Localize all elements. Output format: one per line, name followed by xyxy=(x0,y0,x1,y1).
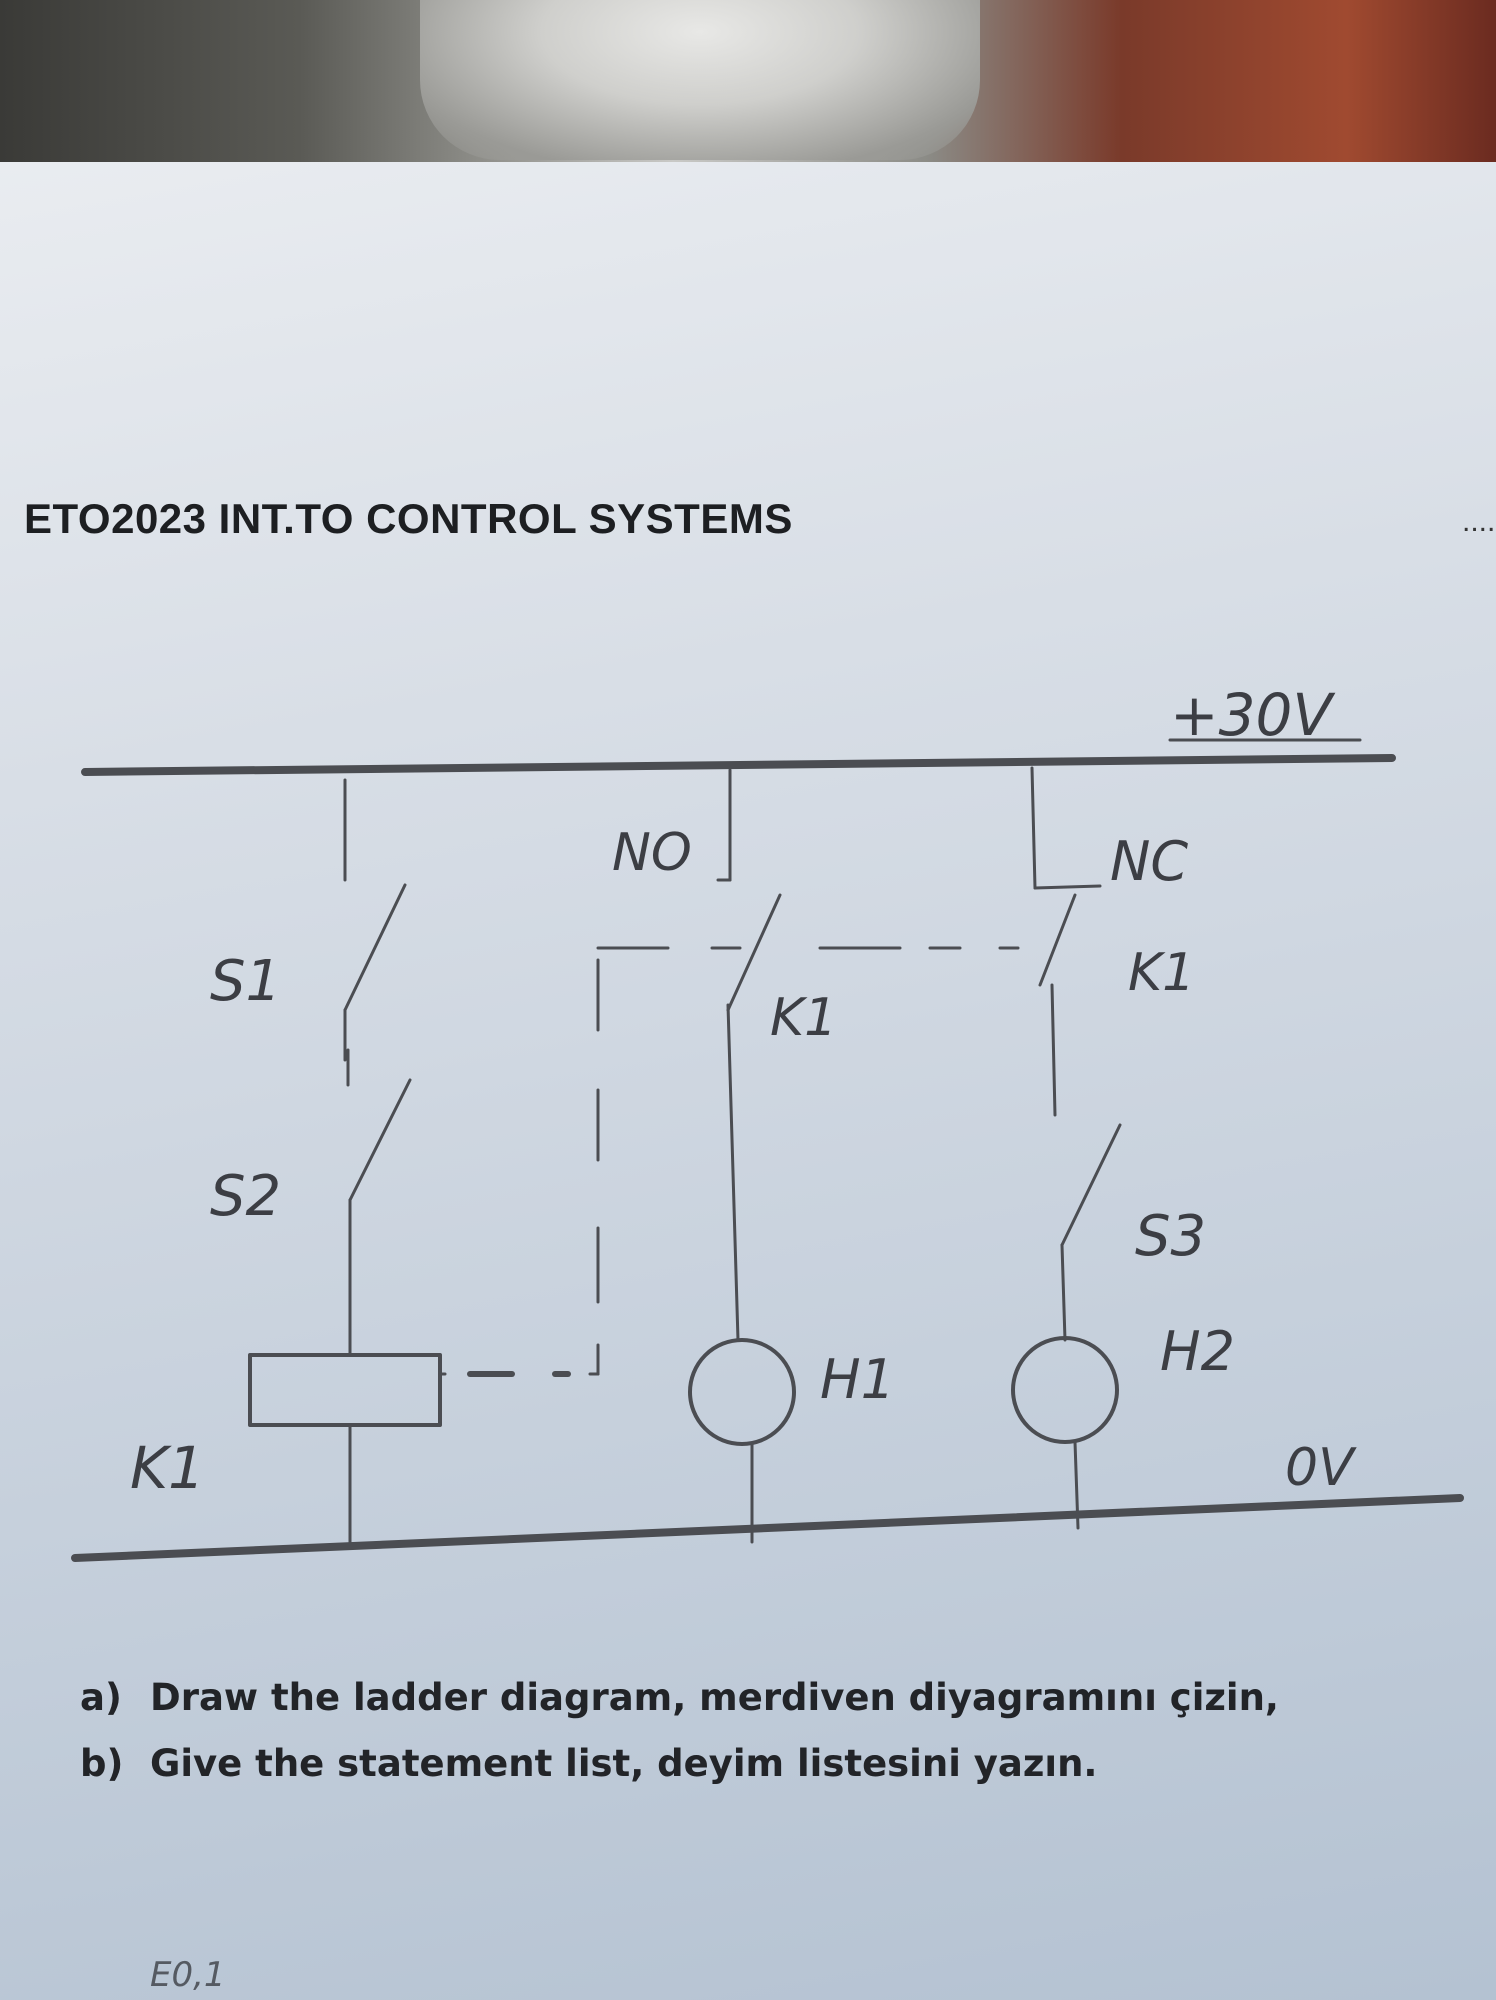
ground-voltage-label: 0V xyxy=(1285,1438,1357,1498)
supply-rail xyxy=(81,754,1396,776)
k1-nc-label: K1 xyxy=(1128,943,1195,1003)
background-fabric xyxy=(420,0,980,160)
ground-rail xyxy=(71,1494,1464,1562)
question-b-text: Give the statement list, deyim listesini… xyxy=(150,1742,1098,1785)
background-surface xyxy=(0,0,1496,168)
h2-label: H2 xyxy=(1160,1320,1235,1383)
question-a: a) Draw the ladder diagram, merdiven diya… xyxy=(80,1665,1279,1731)
supply-voltage-label: +30V xyxy=(1170,681,1336,749)
question-b-label: b) xyxy=(80,1742,124,1785)
question-a-label: a) xyxy=(80,1676,122,1719)
paper-sheet xyxy=(0,162,1496,2000)
h2-lamp xyxy=(1011,1336,1119,1444)
k1-no-label: K1 xyxy=(770,988,837,1048)
rung-1 xyxy=(248,778,1020,1550)
s3-label: S3 xyxy=(1135,1204,1206,1269)
question-b: b) Give the statement list, deyim listesi… xyxy=(80,1731,1279,1797)
k1-coil-label: K1 xyxy=(130,1434,205,1502)
s2-contact-blade xyxy=(348,1078,412,1202)
footer-note: E0,1 xyxy=(150,1955,226,1995)
h1-label: H1 xyxy=(820,1348,895,1411)
nc-label: NC xyxy=(1110,830,1188,893)
question-a-text: Draw the ladder diagram, merdiven diyagr… xyxy=(150,1676,1279,1719)
h1-lamp xyxy=(688,1338,796,1446)
header-dots: .... xyxy=(1462,505,1496,538)
question-list: a) Draw the ladder diagram, merdiven diya… xyxy=(80,1665,1279,1797)
k1-no-contact-blade xyxy=(726,893,782,1012)
s1-contact-blade xyxy=(343,883,407,1012)
rung-3 xyxy=(1011,766,1122,1530)
s1-label: S1 xyxy=(210,949,281,1014)
course-title: ETO2023 INT.TO CONTROL SYSTEMS xyxy=(24,495,793,542)
s3-contact-blade xyxy=(1060,1123,1122,1247)
no-label: NO xyxy=(612,823,692,883)
k1-nc-contact-blade xyxy=(1038,893,1077,987)
rung-2 xyxy=(688,768,796,1544)
k1-coil xyxy=(248,1353,442,1427)
s2-label: S2 xyxy=(210,1164,281,1229)
